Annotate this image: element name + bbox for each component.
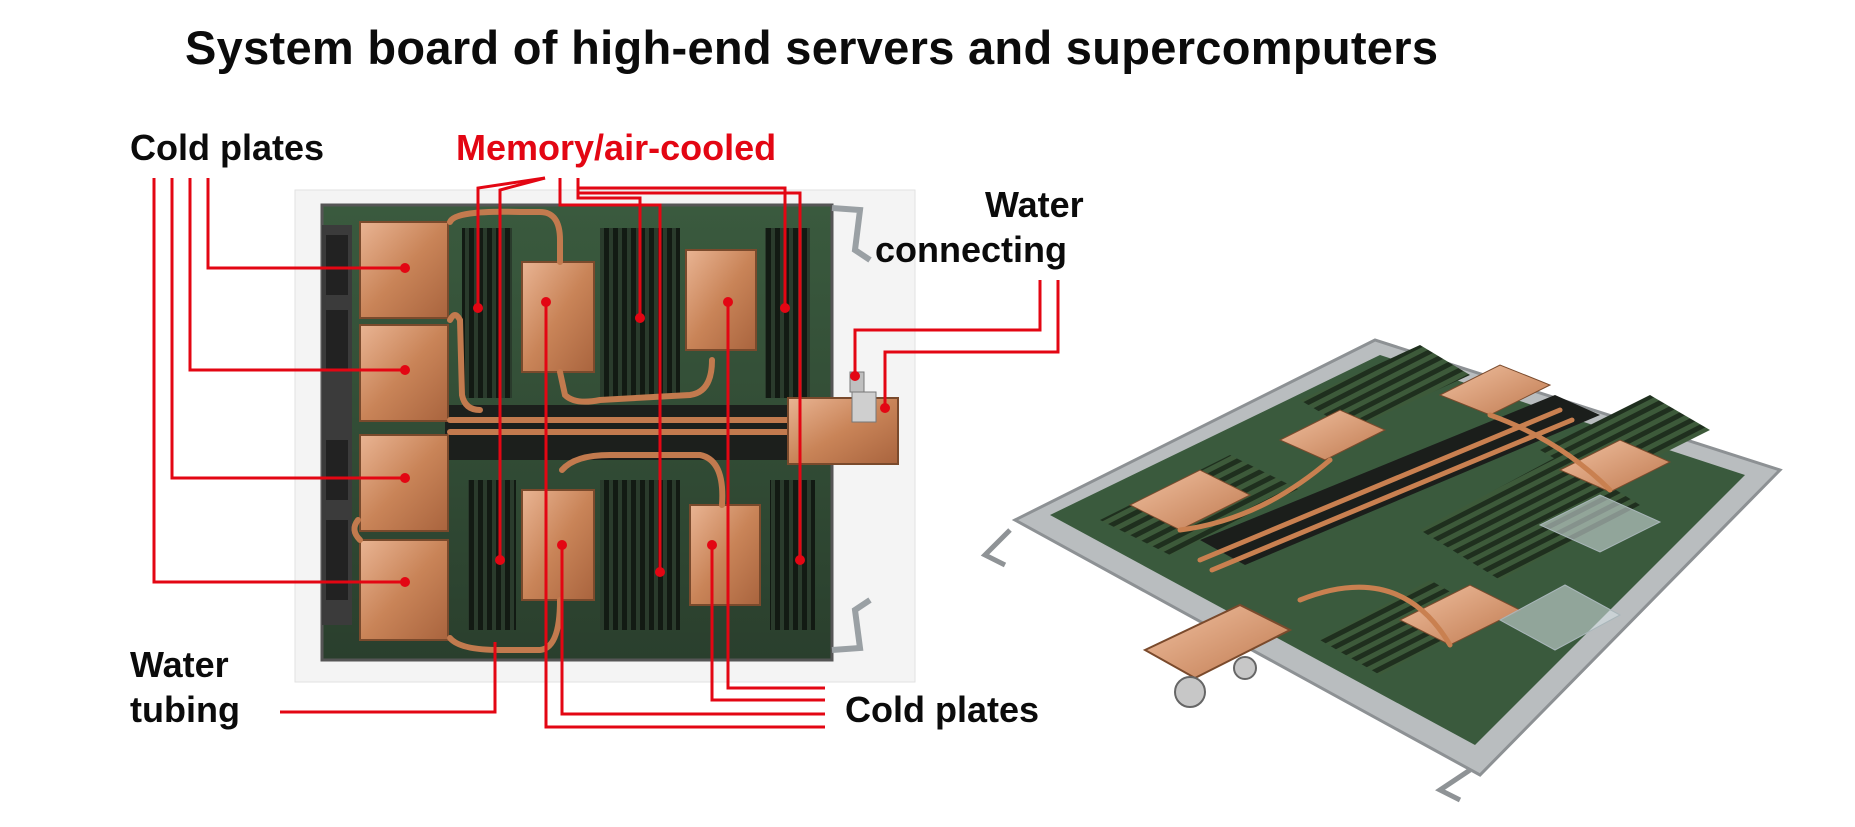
label-water-tubing-2: tubing — [130, 689, 240, 730]
label-memory-air-cooled: Memory/air-cooled — [456, 127, 777, 168]
angled-water-tubing — [1177, 407, 1613, 648]
angled-cold-plates — [1128, 364, 1672, 646]
callout-cold-plate-4 — [152, 178, 405, 584]
callout-water-connecting-1 — [853, 280, 1042, 376]
label-cold-plates-bottom: Cold plates — [845, 689, 1040, 730]
label-water-connecting-2: connecting — [875, 229, 1068, 270]
callout-dots — [400, 263, 890, 587]
angled-water-connector — [1142, 603, 1293, 708]
ejector-handle-top — [831, 205, 872, 263]
callout-memory-4 — [498, 176, 546, 560]
callout-cold-plate-1 — [206, 178, 405, 270]
water-tubing-lines — [351, 208, 823, 653]
ejector-handle-bottom — [831, 597, 872, 653]
callout-memory-2 — [576, 178, 642, 318]
callout-cold-plate-bottom-3 — [560, 545, 825, 716]
label-water-tubing-1: Water — [130, 644, 229, 685]
label-cold-plates-left: Cold plates — [130, 127, 325, 168]
cold-plate-inner-group — [521, 249, 761, 606]
callout-cold-plate-3 — [170, 178, 405, 480]
callout-memory-1 — [476, 176, 546, 308]
callout-memory-6 — [576, 178, 802, 560]
callout-memory-5 — [558, 178, 662, 572]
callout-cold-plate-2 — [188, 178, 405, 372]
label-water-connecting-1: Water — [985, 184, 1084, 225]
callout-cold-plate-bottom-4 — [544, 302, 825, 729]
page-title: System board of high-end servers and sup… — [185, 21, 1439, 74]
callout-cold-plate-bottom-1 — [726, 302, 825, 690]
callout-cold-plate-bottom-2 — [710, 545, 825, 702]
callout-water-connecting-2 — [883, 280, 1060, 408]
callout-water-tubing — [280, 642, 497, 714]
water-connector-block — [787, 371, 899, 465]
